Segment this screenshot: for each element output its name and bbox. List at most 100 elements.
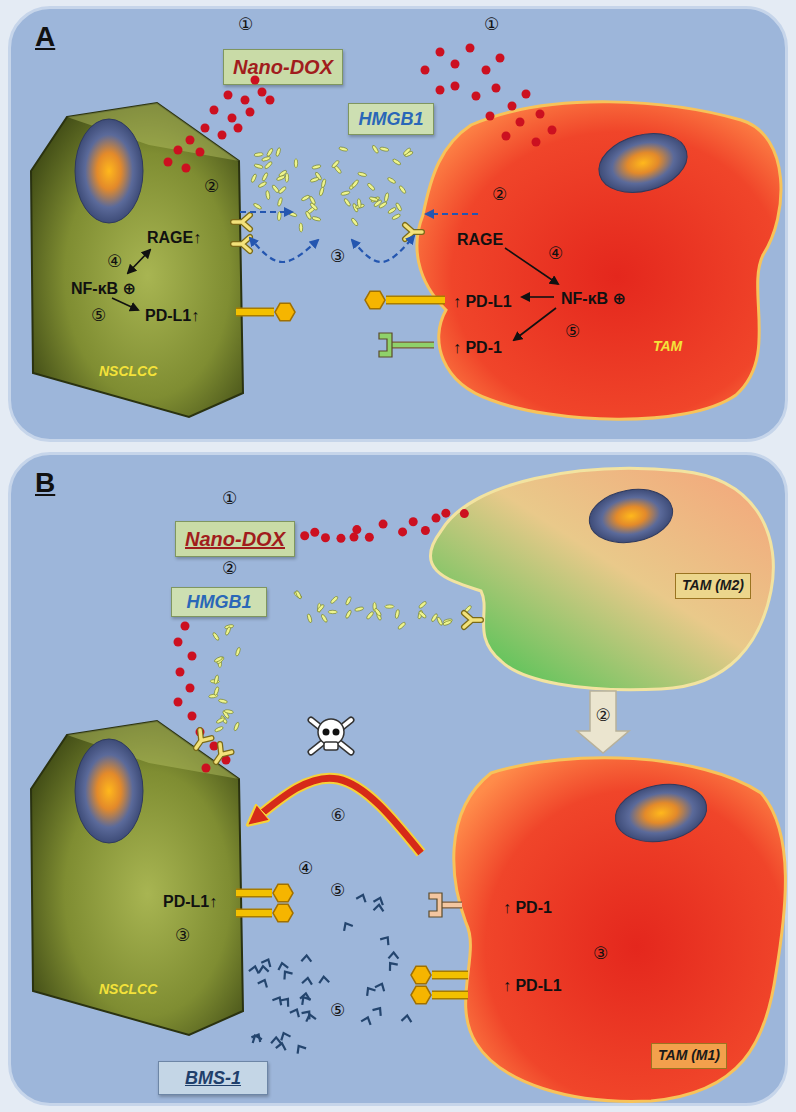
protein-dash [218, 698, 228, 703]
callout-number: ② [204, 176, 219, 196]
cell-text: ④ [107, 251, 122, 271]
protein-dash [264, 161, 273, 170]
drawing-part [233, 237, 250, 251]
protein-dash [357, 199, 361, 208]
drug-molecule [401, 1015, 412, 1022]
protein-dash [343, 198, 351, 207]
cell-membrane [430, 469, 773, 690]
protein-dash [404, 150, 414, 157]
protein-dash [395, 202, 402, 212]
panel: BNano-DOXHMGB1TAM (M2)PD-L1↑③NSCLCC↑ PD-… [8, 452, 788, 1106]
protein-dash [288, 211, 298, 217]
ligand-stem [386, 297, 445, 303]
protein-dash [366, 611, 374, 620]
protein-dash [378, 201, 387, 209]
drawing-part [333, 729, 340, 736]
drug-dot [352, 525, 361, 534]
nucleus [585, 483, 677, 549]
box-label: Nano-DOX [185, 528, 285, 551]
protein-dash [319, 187, 325, 197]
protein-dash [261, 156, 271, 162]
receptor [464, 613, 481, 627]
drug-dot [174, 638, 183, 647]
protein-dash [261, 172, 268, 182]
protein-dash [271, 184, 279, 193]
drug-molecule [280, 996, 292, 1007]
protein-dash [443, 620, 453, 626]
signal-arrow [250, 238, 318, 262]
protein-dash [305, 211, 312, 221]
drug-molecule [300, 993, 311, 1000]
cell-text: NSCLCC [99, 363, 157, 379]
cell-text: ↑ PD-1 [503, 899, 552, 917]
pd-l1-ligand [365, 291, 385, 308]
cell-text: ↑ PD-1 [453, 339, 502, 357]
drug-dot [460, 509, 469, 518]
protein-dash [213, 686, 219, 696]
protein-dash [210, 679, 219, 683]
drawing-part [233, 237, 250, 251]
signal-arrow [426, 213, 478, 215]
drug-dot [218, 131, 227, 140]
drug-dot [174, 146, 183, 155]
protein-dash [295, 590, 302, 600]
protein-dash [354, 606, 364, 611]
protein-dash [341, 191, 351, 196]
cell-outline [421, 753, 791, 1103]
box-label: HMGB1 [186, 592, 251, 613]
cell-membrane [454, 758, 786, 1102]
process-arrow [255, 778, 421, 853]
drug-molecule [302, 977, 313, 984]
protein-dash [214, 656, 224, 663]
drawing-part [464, 613, 481, 627]
arrow-outline [255, 778, 421, 853]
protein-dash [277, 197, 283, 207]
protein-dash [316, 604, 324, 613]
callout-number: ① [484, 14, 499, 34]
protein-dash [387, 207, 396, 215]
receptor [210, 744, 231, 766]
drug-dot [451, 60, 460, 69]
drug-dot [202, 764, 211, 773]
drug-dot [310, 528, 319, 537]
tumor-cell: RAGE↑④NF-κB ⊕⑤PD-L1↑NSCLCC [29, 101, 243, 417]
nucleus [611, 777, 711, 848]
drug-molecule [364, 985, 376, 995]
drug-molecule [258, 978, 270, 987]
nucleus [75, 739, 143, 843]
drug-dot [451, 82, 460, 91]
cell-text: ↑ PD-L1 [453, 293, 512, 311]
cell-text: B [35, 467, 55, 499]
protein-dash [209, 694, 218, 699]
protein-dash [233, 722, 240, 732]
protein-dash [418, 601, 427, 609]
protein-dash [373, 199, 382, 207]
drug-dot [482, 66, 491, 75]
protein-dash [216, 656, 225, 665]
drug-dot [196, 148, 205, 157]
drug-dot [421, 526, 430, 535]
protein-dash [285, 173, 289, 182]
drug-dot [174, 698, 183, 707]
skull-symbol [311, 719, 351, 752]
drug-molecule [281, 969, 293, 980]
protein-dash [277, 211, 281, 220]
drug-dot [266, 96, 275, 105]
callout-number: ② [222, 558, 237, 578]
drug-dot [210, 742, 219, 751]
drug-dot [436, 86, 445, 95]
protein-dash [224, 709, 233, 714]
pd-1-receptor [429, 893, 442, 917]
protein-dash [214, 726, 224, 733]
protein-dash [312, 164, 322, 169]
ligand-stem [236, 890, 272, 896]
protein-dash [369, 196, 379, 202]
protein-dash [312, 216, 322, 222]
drug-molecule [261, 957, 273, 967]
protein-dash [351, 179, 359, 188]
pd-l1-ligand [411, 966, 431, 983]
cell-text: NF-κB ⊕ [71, 279, 136, 298]
drug-dot [536, 110, 545, 119]
drug-dot [349, 533, 358, 542]
pd-1-stem [442, 902, 462, 909]
